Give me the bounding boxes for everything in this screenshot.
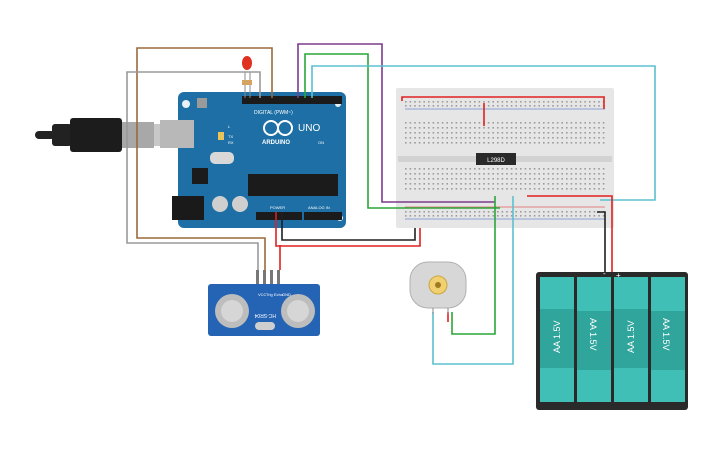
breadboard: L298D — [396, 88, 614, 228]
battery-cell-label-3: AA 1.5V — [626, 320, 636, 353]
arduino-brand-label: ARDUINO — [262, 140, 290, 146]
sensor-pin-trig: Trig — [266, 292, 273, 297]
on-label: ON — [318, 140, 324, 145]
battery-pack: - + AA 1.5V AA 1.5V AA 1.5V AA 1.5V — [536, 269, 688, 410]
arduino-board: DIGITAL (PWM~) ARDUINO UNO L TX RX ON PO… — [160, 92, 346, 228]
battery-cell-label-4: AA 1.5V — [661, 318, 671, 351]
power-label: POWER — [270, 205, 285, 210]
battery-cell-3: AA 1.5V — [614, 277, 648, 402]
resistor — [242, 80, 252, 85]
sensor-pin-gnd: GND — [282, 292, 291, 297]
led — [242, 56, 252, 70]
sensor-pin-echo: Echo — [274, 292, 284, 297]
arduino-model-label: UNO — [298, 123, 320, 134]
rx-label: RX — [228, 140, 234, 145]
battery-cell-1: AA 1.5V — [540, 277, 574, 402]
digital-header — [242, 96, 342, 104]
battery-cell-2: AA 1.5V — [577, 277, 611, 402]
hc-sr04-sensor: VCC Trig Echo GND HC-SR04 — [208, 270, 320, 336]
sensor-pin-vcc: VCC — [258, 292, 267, 297]
capacitor-1 — [212, 196, 228, 212]
power-jack — [172, 196, 204, 220]
wire-black-battery — [597, 211, 606, 272]
motor-driver-label: L298D — [487, 158, 505, 164]
wire-red-battery — [527, 195, 613, 272]
wire-gray — [126, 71, 261, 270]
breadboard-holes — [405, 101, 605, 217]
dc-motor — [409, 261, 467, 314]
digital-label: DIGITAL (PWM~) — [254, 110, 293, 116]
battery-cell-4: AA 1.5V — [651, 277, 685, 402]
wire-green-motor — [451, 196, 496, 335]
wire-green-top — [304, 53, 500, 209]
wire-red-arduino — [275, 212, 421, 247]
tx-label: TX — [228, 134, 233, 139]
usb-cable — [35, 118, 182, 152]
battery-plus-label: + — [616, 271, 621, 280]
sensor-label: HC-SR04 — [254, 312, 276, 318]
battery-minus-label: - — [603, 269, 606, 278]
battery-cell-label-1: AA 1.5V — [552, 320, 562, 353]
power-header — [256, 212, 302, 220]
crystal — [210, 152, 234, 164]
capacitor-2 — [232, 196, 248, 212]
wire-cyan-top — [311, 65, 656, 201]
atmega-chip — [248, 174, 338, 196]
l-label: L — [228, 124, 231, 129]
wire-red-bb-top — [401, 96, 605, 109]
reset-button — [197, 98, 207, 108]
wire-purple — [297, 43, 495, 203]
usb-port — [160, 120, 194, 148]
motor-driver-chip — [476, 153, 516, 165]
wires — [126, 43, 656, 365]
analog-label: ANALOG IN — [308, 205, 330, 210]
wire-brown — [136, 47, 273, 270]
led-resistor — [242, 56, 252, 98]
wire-black-arduino — [281, 212, 416, 241]
battery-cell-label-2: AA 1.5V — [588, 318, 598, 351]
analog-header — [304, 212, 342, 220]
wire-cyan-motor — [432, 196, 514, 365]
